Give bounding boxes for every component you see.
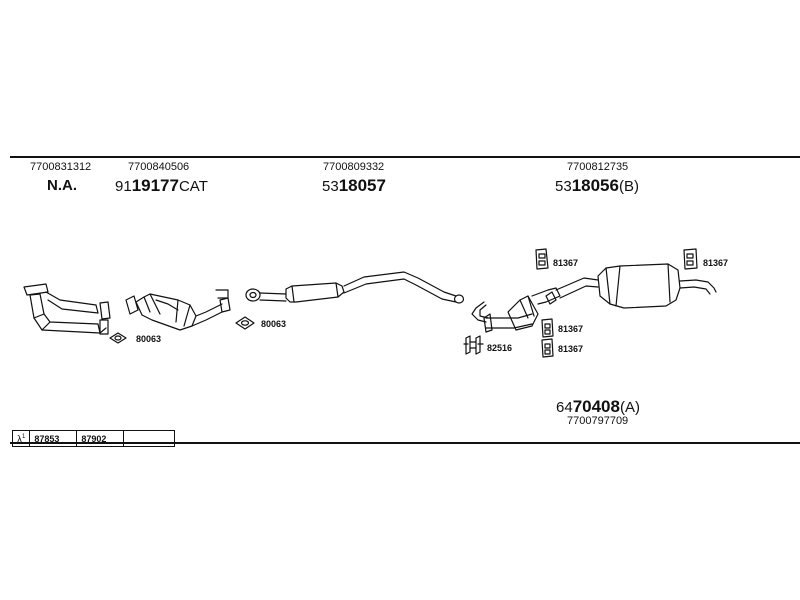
part-2-code: 9119177CAT <box>115 177 208 194</box>
part-3-oem-number: 7700809332 <box>323 161 385 173</box>
hanger-top-left-label: 81367 <box>553 258 579 268</box>
hanger-top-right-icon <box>683 248 698 270</box>
part-3-code-main: 18057 <box>338 176 386 195</box>
bottom-frame-line <box>10 442 800 444</box>
part-5-code-main: 70408 <box>572 397 620 416</box>
clamp-label: 82516 <box>487 343 513 353</box>
rear-silencer-assembly <box>471 263 717 333</box>
part-4-code-suffix: (B) <box>618 178 639 195</box>
part-4-code-prefix: 53 <box>555 178 572 195</box>
part-1-code: N.A. <box>47 177 77 194</box>
part-2-code-prefix: 91 <box>115 178 132 195</box>
gasket-a-icon <box>109 332 127 344</box>
hanger-mid-2-label: 81367 <box>558 344 584 354</box>
lambda-symbol-cell: λ1 <box>11 429 31 448</box>
part-4-oem-number: 7700812735 <box>567 161 629 173</box>
catalytic-converter <box>125 289 231 331</box>
front-downpipe <box>23 283 111 335</box>
gasket-a-label: 80063 <box>136 334 162 344</box>
part-3-code: 5318057 <box>322 177 386 194</box>
part-5-code: 6470408(A) <box>556 398 640 415</box>
hanger-mid-2-icon <box>541 338 554 358</box>
hanger-mid-1-label: 81367 <box>558 324 584 334</box>
clamp-icon <box>463 335 484 355</box>
part-1-oem-number: 7700831312 <box>30 161 92 173</box>
lambda-sensor-table: λ1 87853 87902 <box>11 429 176 448</box>
part-2-code-main: 19177 <box>131 176 179 195</box>
gasket-b-icon <box>235 316 255 330</box>
part-5-code-prefix: 64 <box>556 399 573 416</box>
hanger-mid-1-icon <box>541 318 554 338</box>
part-5-oem-number: 7700797709 <box>567 415 629 427</box>
part-2-oem-number: 7700840506 <box>128 161 190 173</box>
part-3-code-prefix: 53 <box>322 178 339 195</box>
part-5-code-suffix: (A) <box>619 399 640 416</box>
lambda-value-3 <box>123 429 176 448</box>
gasket-b-label: 80063 <box>261 319 287 329</box>
part-2-code-suffix: CAT <box>178 178 208 195</box>
hanger-top-left-icon <box>535 248 549 270</box>
lambda-symbol: λ <box>17 434 22 446</box>
part-4-code: 5318056(B) <box>555 177 639 194</box>
center-pipe-with-resonator <box>245 271 465 304</box>
top-frame-line <box>10 156 800 158</box>
hanger-top-right-label: 81367 <box>703 258 729 268</box>
part-4-code-main: 18056 <box>571 176 619 195</box>
